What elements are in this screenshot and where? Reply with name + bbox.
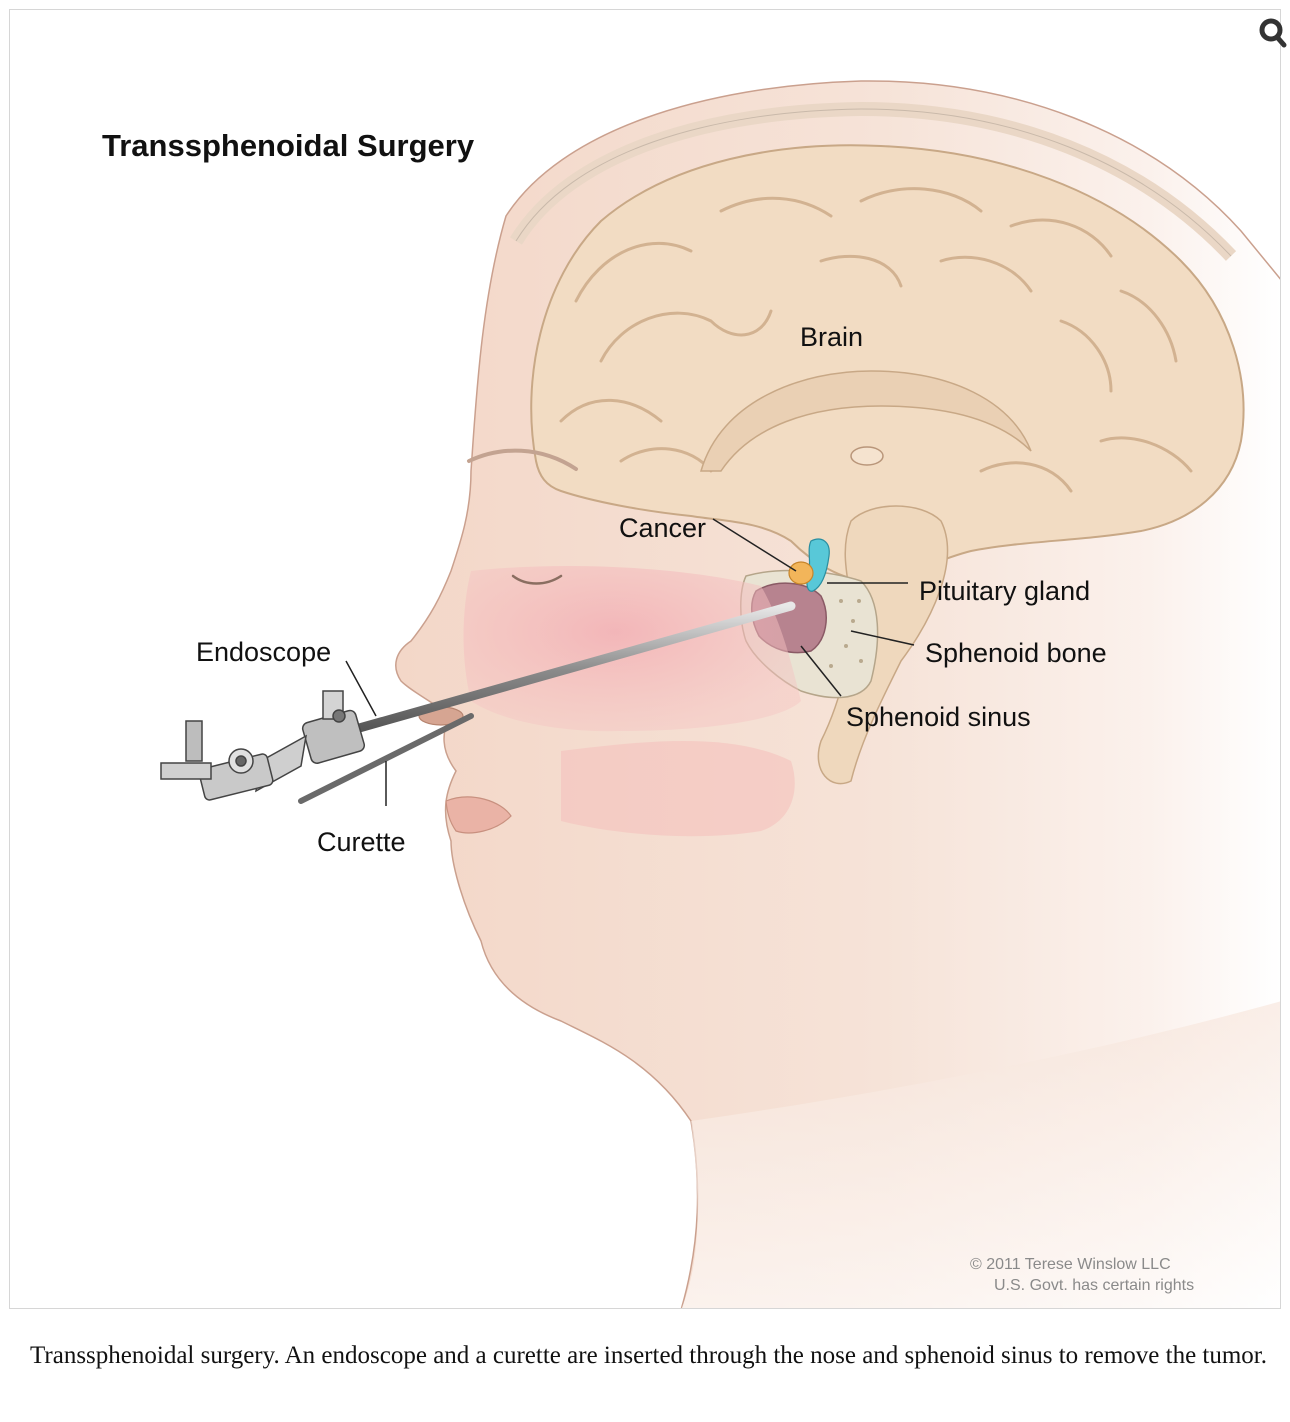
credit-line-1: © 2011 Terese Winslow LLC bbox=[970, 1254, 1194, 1275]
credit-line-2: U.S. Govt. has certain rights bbox=[970, 1275, 1194, 1296]
zoom-button[interactable] bbox=[1258, 14, 1288, 50]
oral-cavity bbox=[561, 741, 795, 836]
label-sphenoid-bone: Sphenoid bone bbox=[925, 638, 1107, 669]
cancer-shape bbox=[789, 562, 813, 584]
figure-title: Transsphenoidal Surgery bbox=[102, 128, 474, 164]
magnifier-icon bbox=[1258, 14, 1288, 50]
label-pituitary-gland: Pituitary gland bbox=[919, 576, 1090, 607]
label-sphenoid-sinus: Sphenoid sinus bbox=[846, 702, 1031, 733]
label-endoscope: Endoscope bbox=[196, 637, 331, 668]
label-cancer: Cancer bbox=[619, 513, 706, 544]
copyright-credit: © 2011 Terese Winslow LLC U.S. Govt. has… bbox=[970, 1254, 1194, 1296]
label-curette: Curette bbox=[317, 827, 406, 858]
figure-frame: Transsphenoidal Surgery Brain Cancer Pit… bbox=[9, 9, 1281, 1309]
label-brain: Brain bbox=[800, 322, 863, 353]
figure-caption: Transsphenoidal surgery. An endoscope an… bbox=[30, 1337, 1270, 1375]
